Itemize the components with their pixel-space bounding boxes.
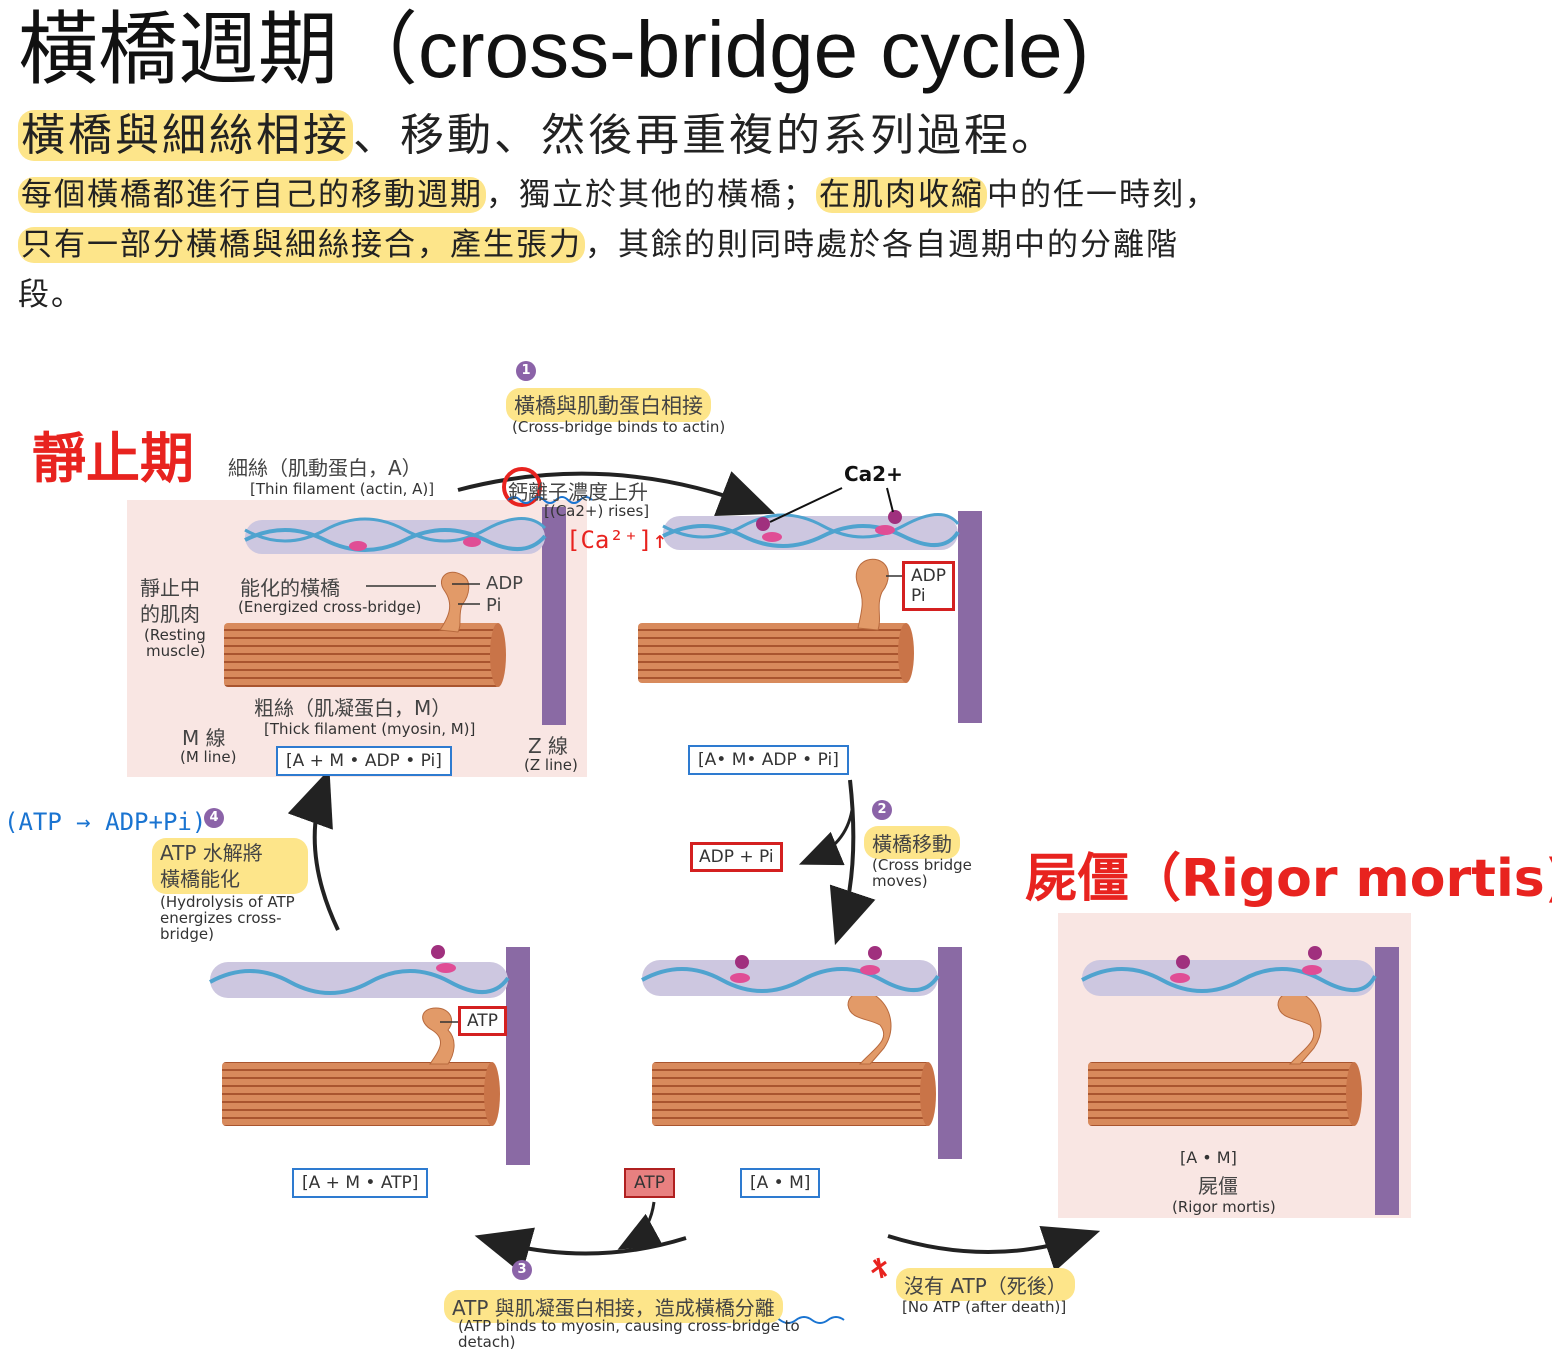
z-line-en: (Z line) [524,756,578,774]
rigor-en: (Rigor mortis) [1172,1198,1276,1216]
panel-2-pi: Pi [911,586,946,606]
calcium-zh: 鈣離子濃度上升 [508,476,648,505]
step-4-zh: ATP 水解將 橫橋能化 [152,838,308,894]
resting-muscle-zh-2: 的肌肉 [140,598,200,627]
z-line-zh: Z 線 [528,730,568,759]
step-3-en-1: (ATP binds to myosin, causing cross-brid… [458,1318,800,1334]
m-line-en: (M line) [180,748,236,766]
step-4-en-2: energizes cross- [160,910,295,926]
panel-4-sarcomere [642,946,962,1159]
step-2-zh: 橫橋移動 [864,826,960,859]
adp-pi-release-box: ADP + Pi [690,842,783,872]
step-1-zh: 橫橋與肌動蛋白相接 [506,388,711,422]
step-4-en-3: bridge) [160,926,295,942]
thick-filament-en: [Thick filament (myosin, M)] [264,720,475,738]
thick-filament-zh: 粗絲（肌凝蛋白，M） [254,692,451,721]
calcium-en: [(Ca2+) rises] [544,502,649,520]
rigor-heading: 屍僵（Rigor mortis) [1025,836,1552,911]
resting-muscle-zh-1: 靜止中 [140,572,200,601]
m-line-zh: M 線 [182,722,226,751]
step-4-en-1: (Hydrolysis of ATP [160,894,295,910]
panel-2-adp: ADP [911,566,946,586]
panel-1-formula: [A + M • ADP • Pi] [276,746,452,776]
thin-filament-zh: 細絲（肌動蛋白，A） [228,452,422,481]
atp-hydrolysis-note: (ATP → ADP+Pi) [4,808,206,836]
atp-input-box: ATP [624,1168,675,1198]
rigor-zh: 屍僵 [1198,1170,1238,1199]
step-3-number: 3 [512,1260,532,1280]
panel-2-adp-pi-box: ADP Pi [902,561,955,611]
step-2-en-2: moves) [872,872,928,890]
panel-3-sarcomere [210,945,530,1165]
no-atp-zh: 沒有 ATP（死後） [896,1268,1075,1301]
panel-3-formula: [A + M • ATP] [292,1168,428,1198]
panel-1-adp: ADP [486,573,523,594]
step-3-en: (ATP binds to myosin, causing cross-brid… [458,1318,800,1350]
step-1-number: 1 [516,361,536,381]
resting-heading: 靜止期 [32,414,194,493]
panel-4-formula: [A • M] [740,1168,820,1198]
energized-crossbridge-zh: 能化的橫橋 [240,572,340,601]
resting-muscle-en-2: muscle) [146,642,205,660]
panel-2-formula: [A• M• ADP • Pi] [688,745,849,775]
rigor-sarcomere [1082,946,1399,1215]
step-4-number: 4 [204,808,224,828]
step-4-zh-2: 橫橋能化 [160,866,300,892]
step-2-number: 2 [872,800,892,820]
step-4-zh-1: ATP 水解將 [160,840,300,866]
energized-crossbridge-en: (Energized cross-bridge) [238,598,421,616]
panel-3-atp-box: ATP [458,1006,507,1036]
step-3-en-2: detach) [458,1334,800,1350]
calcium-label: Ca2+ [844,462,903,486]
step-1-en: (Cross-bridge binds to actin) [512,418,725,436]
step-4-en: (Hydrolysis of ATP energizes cross- brid… [160,894,295,942]
calcium-note: [Ca²⁺]↑ [566,526,667,554]
no-atp-en: [No ATP (after death)] [902,1298,1066,1316]
rigor-formula: [A • M] [1180,1148,1237,1167]
panel-1-pi: Pi [486,595,501,616]
thin-filament-en: [Thin filament (actin, A)] [250,480,434,498]
